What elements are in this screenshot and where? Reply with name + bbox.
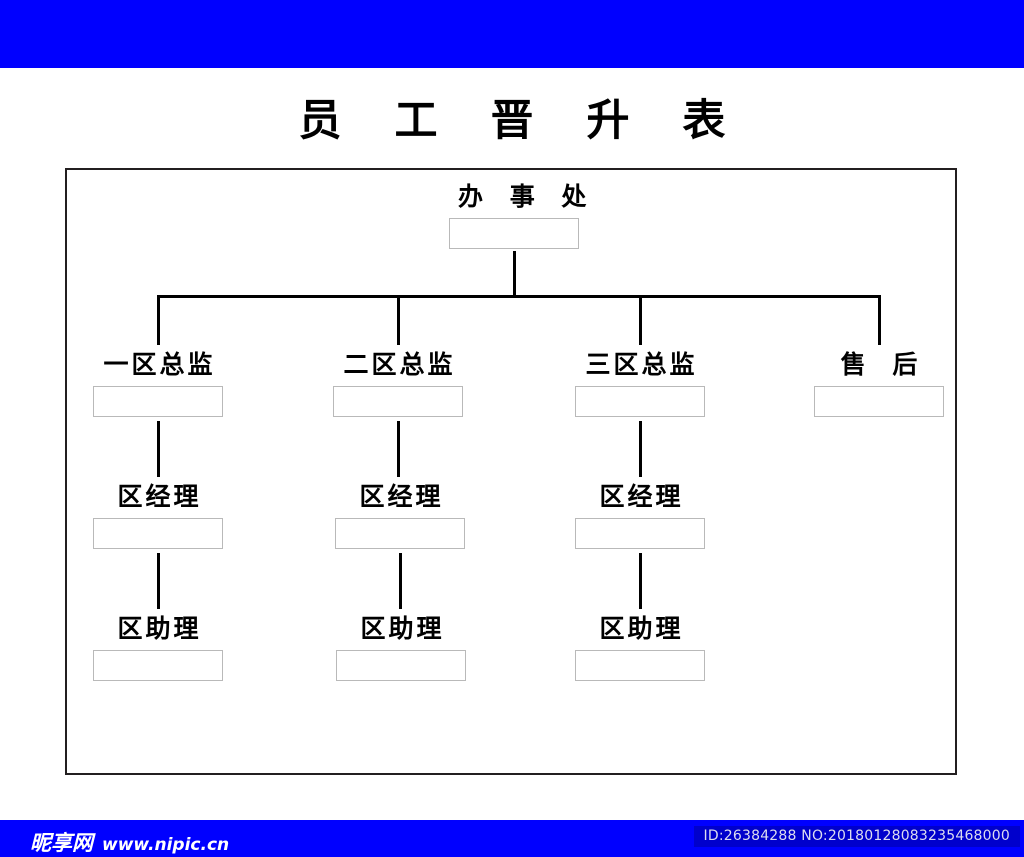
node-label-manager-1: 区经理 — [117, 482, 202, 511]
node-input-director-1[interactable] — [93, 386, 223, 417]
node-input-after-sales[interactable] — [814, 386, 944, 417]
node-assistant-3: 区助理 — [575, 614, 705, 681]
connector-director2-to-manager2 — [397, 421, 400, 477]
page-title: 员 工 晋 升 表 — [298, 96, 745, 146]
poster-body: 员 工 晋 升 表 办 事 处 一区总监 二区总监 三区总监 — [0, 68, 1024, 820]
node-input-director-2[interactable] — [333, 386, 463, 417]
node-manager-3: 区经理 — [575, 482, 705, 549]
node-label-director-1: 一区总监 — [103, 350, 216, 379]
node-assistant-1: 区助理 — [93, 614, 223, 681]
footer-bar: 昵享网 www.nipic.cn ID:26384288 NO:20180128… — [0, 820, 1024, 857]
node-input-manager-2[interactable] — [335, 518, 465, 549]
connector-branch3-drop — [639, 295, 642, 345]
connector-bus — [157, 295, 880, 298]
node-label-director-3: 三区总监 — [585, 350, 698, 379]
node-label-manager-2: 区经理 — [359, 482, 444, 511]
connector-director3-to-manager3 — [639, 421, 642, 477]
node-assistant-2: 区助理 — [336, 614, 466, 681]
node-manager-1: 区经理 — [93, 482, 223, 549]
connector-branch4-drop — [878, 295, 881, 345]
site-branding: 昵享网 www.nipic.cn — [30, 827, 229, 857]
connector-manager1-to-assistant1 — [157, 553, 160, 609]
brand-logo-text: 昵享网 — [30, 831, 93, 855]
connector-manager3-to-assistant3 — [639, 553, 642, 609]
node-input-assistant-1[interactable] — [93, 650, 223, 681]
node-label-assistant-1: 区助理 — [117, 614, 202, 643]
node-label-assistant-2: 区助理 — [360, 614, 445, 643]
connector-branch1-drop — [157, 295, 160, 345]
connector-branch2-drop — [397, 295, 400, 345]
node-after-sales: 售 后 — [814, 350, 944, 417]
connector-root-drop — [513, 251, 516, 297]
node-input-manager-1[interactable] — [93, 518, 223, 549]
brand-url-text: www.nipic.cn — [102, 835, 230, 855]
top-blue-band — [0, 0, 1024, 68]
node-input-assistant-2[interactable] — [336, 650, 466, 681]
node-label-director-2: 二区总监 — [343, 350, 456, 379]
node-director-3: 三区总监 — [575, 350, 705, 417]
node-label-assistant-3: 区助理 — [599, 614, 684, 643]
node-manager-2: 区经理 — [335, 482, 465, 549]
node-input-manager-3[interactable] — [575, 518, 705, 549]
asset-id-badge: ID:26384288 NO:20180128083235468000 — [693, 826, 1020, 847]
connector-director1-to-manager1 — [157, 421, 160, 477]
node-label-manager-3: 区经理 — [599, 482, 684, 511]
node-director-1: 一区总监 — [93, 350, 223, 417]
org-chart-frame: 办 事 处 一区总监 二区总监 三区总监 售 后 — [65, 168, 957, 775]
connector-manager2-to-assistant2 — [399, 553, 402, 609]
node-label-after-sales: 售 后 — [840, 350, 927, 379]
node-director-2: 二区总监 — [333, 350, 463, 417]
node-input-director-3[interactable] — [575, 386, 705, 417]
node-input-root-office[interactable] — [449, 218, 579, 249]
node-input-assistant-3[interactable] — [575, 650, 705, 681]
node-label-root-office: 办 事 处 — [458, 182, 596, 211]
node-root-office: 办 事 处 — [449, 182, 596, 249]
